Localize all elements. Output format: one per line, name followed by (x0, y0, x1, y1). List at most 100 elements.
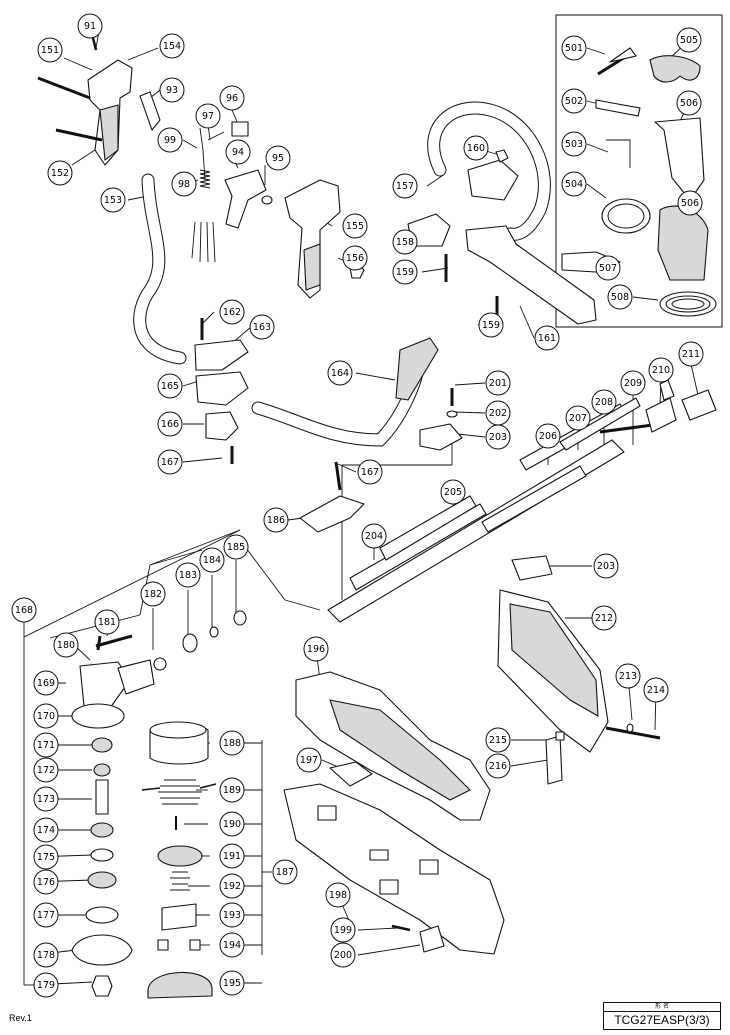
callout-204: 204 (361, 523, 387, 549)
callout-circle (33, 972, 59, 998)
callout-circle (325, 882, 351, 908)
callout-circle (157, 411, 183, 437)
callout-182: 182 (140, 581, 166, 607)
callout-circle (330, 917, 356, 943)
model-caption: 形 名 (604, 1003, 720, 1012)
callout-91: 91 (77, 13, 103, 39)
callout-number: 203 (489, 432, 507, 443)
callout-160: 160 (463, 135, 489, 161)
callout-number: 93 (166, 85, 178, 96)
callout-circle (357, 459, 383, 485)
callout-176: 176 (33, 869, 59, 895)
callout-number: 187 (276, 867, 294, 878)
callout-212: 212 (591, 605, 617, 631)
callout-194: 194 (219, 932, 245, 958)
callout-number: 91 (84, 21, 96, 32)
callout-154: 154 (159, 33, 185, 59)
callout-circle (159, 77, 185, 103)
callout-192: 192 (219, 873, 245, 899)
callout-number: 189 (223, 785, 241, 796)
callout-circle (219, 902, 245, 928)
callout-number: 177 (37, 910, 55, 921)
callout-circle (561, 131, 587, 157)
callout-circle (591, 389, 617, 415)
callout-number: 216 (489, 761, 507, 772)
callout-210: 210 (648, 357, 674, 383)
callout-211: 211 (678, 341, 704, 367)
callout-number: 167 (361, 467, 379, 478)
callout-circle (463, 135, 489, 161)
callout-202: 202 (485, 400, 511, 426)
callout-179: 179 (33, 972, 59, 998)
callout-187: 187 (272, 859, 298, 885)
callout-number: 501 (565, 43, 583, 54)
callout-93: 93 (159, 77, 185, 103)
callout-166: 166 (157, 411, 183, 437)
callout-circle (272, 859, 298, 885)
callout-circle (33, 844, 59, 870)
callout-172: 172 (33, 757, 59, 783)
callout-number: 183 (179, 570, 197, 581)
callout-number: 179 (37, 980, 55, 991)
callout-196: 196 (303, 636, 329, 662)
callout-number: 194 (223, 940, 241, 951)
callout-circle (485, 424, 511, 450)
callout-circle (342, 213, 368, 239)
callout-circle (157, 449, 183, 475)
callout-213: 213 (615, 663, 641, 689)
callout-circle (157, 373, 183, 399)
callout-number: 165 (161, 381, 179, 392)
callout-circle (219, 85, 245, 111)
callout-162: 162 (219, 299, 245, 325)
callout-number: 198 (329, 890, 347, 901)
callout-number: 157 (396, 181, 414, 192)
callout-186: 186 (263, 507, 289, 533)
callout-circle (219, 811, 245, 837)
callout-181: 181 (94, 609, 120, 635)
callout-circle (392, 259, 418, 285)
callout-circle (392, 173, 418, 199)
part-shapes (37, 33, 717, 999)
callout-504: 504 (561, 171, 587, 197)
callout-circle (561, 35, 587, 61)
callout-number: 186 (267, 515, 285, 526)
callout-circle (615, 663, 641, 689)
callout-159: 159 (392, 259, 418, 285)
revision-label: Rev.1 (9, 1013, 32, 1023)
callout-number: 502 (565, 96, 583, 107)
callout-199: 199 (330, 917, 356, 943)
callout-171: 171 (33, 732, 59, 758)
callout-number: 99 (164, 135, 176, 146)
callout-505: 505 (676, 27, 702, 53)
callout-number: 196 (307, 644, 325, 655)
callout-195: 195 (219, 970, 245, 996)
callout-circle (677, 190, 703, 216)
callout-184: 184 (199, 547, 225, 573)
callout-number: 174 (37, 825, 55, 836)
callout-175: 175 (33, 844, 59, 870)
callout-number: 215 (489, 735, 507, 746)
callout-189: 189 (219, 777, 245, 803)
callout-178: 178 (33, 942, 59, 968)
callout-circle (676, 90, 702, 116)
callout-number: 505 (680, 35, 698, 46)
callout-198: 198 (325, 882, 351, 908)
callout-number: 193 (223, 910, 241, 921)
callout-98: 98 (171, 171, 197, 197)
callout-circle (595, 255, 621, 281)
callout-circle (100, 187, 126, 213)
callout-number: 173 (37, 794, 55, 805)
callout-number: 161 (538, 333, 556, 344)
callout-508: 508 (607, 284, 633, 310)
callout-number: 211 (682, 349, 700, 360)
callout-number: 159 (482, 320, 500, 331)
callout-number: 171 (37, 740, 55, 751)
callout-circle (140, 581, 166, 607)
callout-circle (485, 753, 511, 779)
callout-number: 94 (232, 147, 244, 158)
callout-206: 206 (535, 423, 561, 449)
callout-503: 503 (561, 131, 587, 157)
callout-circle (607, 284, 633, 310)
